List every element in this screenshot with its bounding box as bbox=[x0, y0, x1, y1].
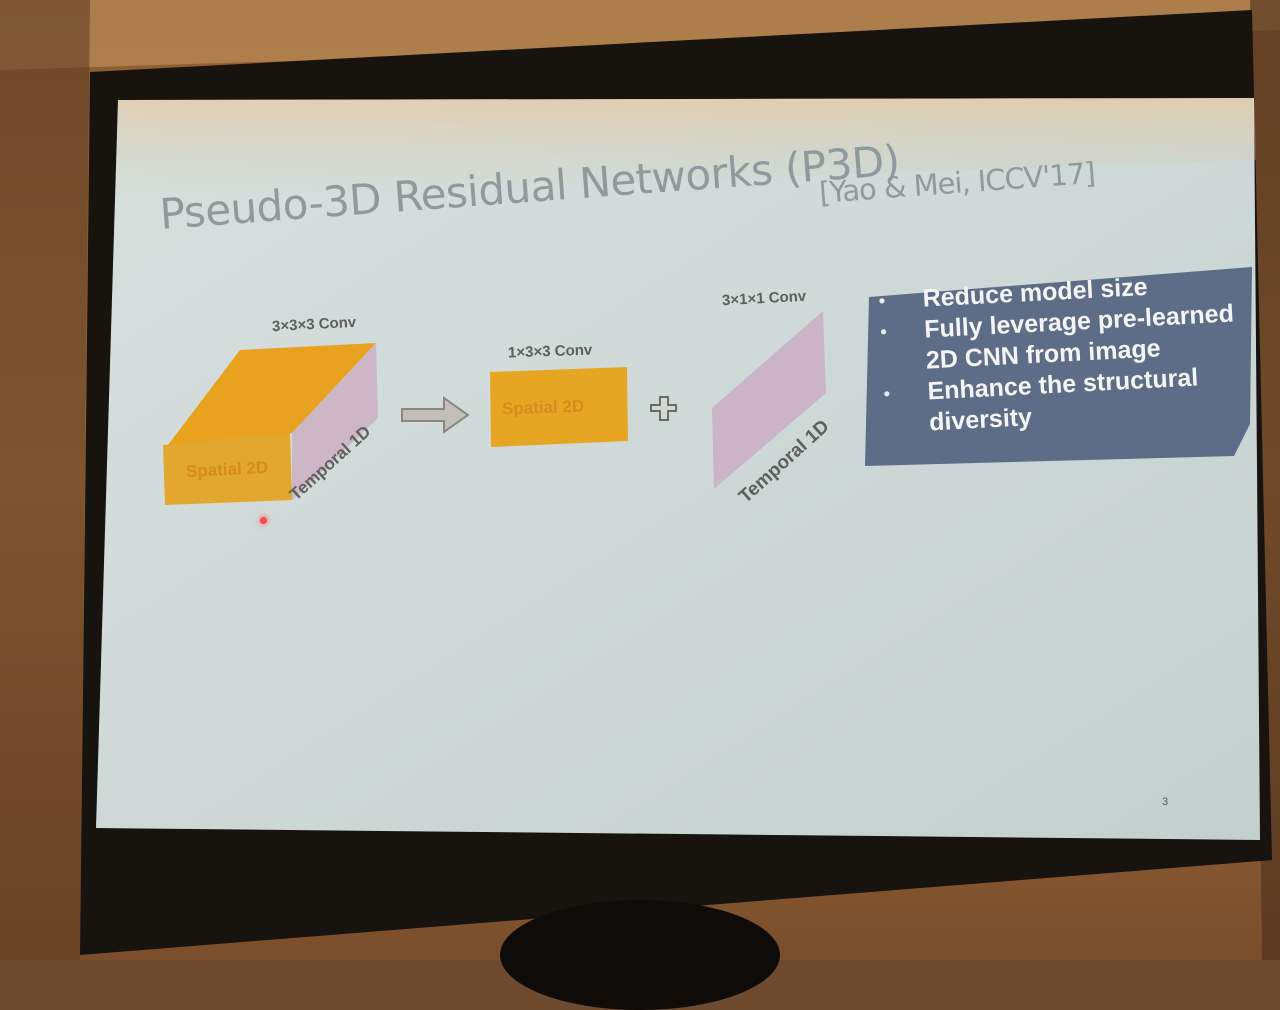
conv3d-cube bbox=[163, 343, 378, 505]
cube-front-label: Spatial 2D bbox=[185, 457, 269, 482]
temporal-1d-block bbox=[712, 311, 826, 489]
cube-front-face bbox=[163, 433, 292, 505]
cube-side-face bbox=[292, 343, 378, 500]
spatial-2d-block bbox=[490, 367, 628, 447]
slide-page-number: 3 bbox=[1162, 796, 1169, 808]
plus-icon bbox=[650, 396, 677, 421]
laser-pointer-dot bbox=[260, 517, 267, 524]
spatial-block-label: Spatial 2D bbox=[501, 396, 585, 419]
audience-head-silhouette bbox=[500, 900, 780, 1010]
photo-scene: Pseudo-3D Residual Networks (P3D) [Yao &… bbox=[0, 0, 1280, 960]
benefits-list: Reduce model size Fully leverage pre-lea… bbox=[878, 266, 1266, 441]
spatial-conv-label: 1×3×3 Conv bbox=[507, 341, 593, 362]
cube-top-face bbox=[168, 343, 376, 445]
right-arrow-icon bbox=[401, 396, 470, 434]
